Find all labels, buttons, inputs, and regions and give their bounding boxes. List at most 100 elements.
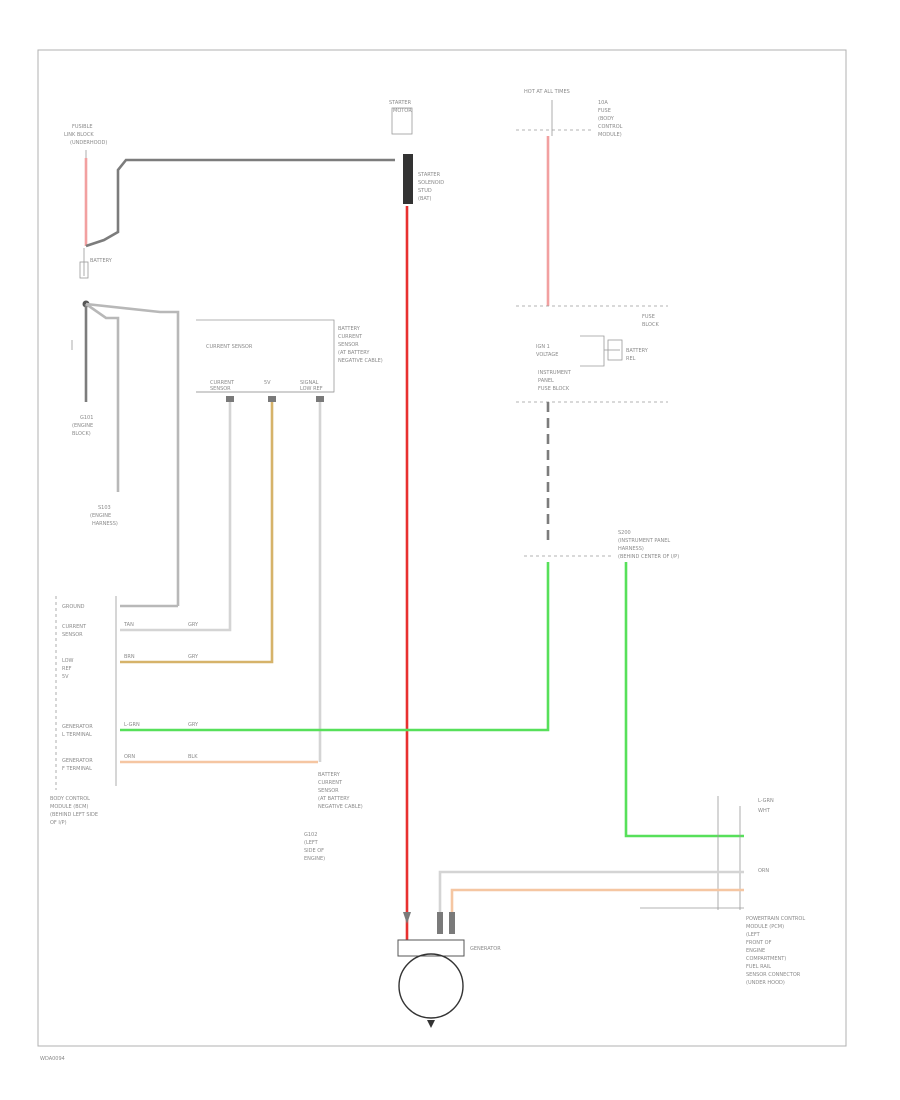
bcm-pin-8: L TERMINAL bbox=[62, 732, 92, 738]
sensor-pin-label-4: SIGNAL bbox=[300, 380, 319, 386]
g102-label-3: SIDE OF bbox=[304, 848, 324, 854]
bcm-wire-tag-blk: BLK bbox=[188, 754, 198, 760]
sensor-desc-label-2: CURRENT bbox=[338, 334, 363, 340]
pcm-title-3: (LEFT bbox=[746, 932, 761, 938]
pcm-pin-2: WHT bbox=[758, 808, 771, 814]
bcm-pin-4: LOW bbox=[62, 658, 74, 664]
fusible-link-block: FUSIBLE LINK BLOCK (UNDERHOOD) bbox=[64, 124, 107, 146]
pcm-title-7: FUEL RAIL bbox=[746, 964, 771, 970]
bcm-pin-7: GENERATOR bbox=[62, 724, 93, 730]
sensor-pin-label-1: CURRENT bbox=[210, 380, 235, 386]
pcm-title-4: FRONT OF bbox=[746, 940, 772, 946]
fuse-header-label: HOT AT ALL TIMES bbox=[524, 89, 570, 95]
sensor-desc-label-4: (AT BATTERY bbox=[338, 350, 370, 356]
bcm-wire-tag-tan: TAN bbox=[123, 622, 134, 628]
relay-inner-label-2: REL bbox=[626, 356, 636, 362]
bcm-title-3: (BEHIND LEFT SIDE bbox=[50, 812, 98, 818]
fuse-info-2: FUSE bbox=[598, 108, 611, 114]
fuse-info-3: (BODY bbox=[598, 116, 615, 122]
bcm-wire-tag-brn: BRN bbox=[124, 654, 135, 660]
fuse-block-label-2: LINK BLOCK bbox=[64, 132, 94, 138]
starter-motor-box bbox=[391, 107, 413, 135]
bcm-title-1: BODY CONTROL bbox=[50, 796, 90, 802]
bcm-wire-tag-gry2: GRY bbox=[188, 654, 199, 660]
fuse-block-label-3: (UNDERHOOD) bbox=[70, 140, 107, 146]
g102-desc-4: (AT BATTERY bbox=[318, 796, 350, 802]
harness-splice-4: (BEHIND CENTER OF I/P) bbox=[618, 554, 679, 560]
fuse-block2-label-2: BLOCK bbox=[642, 322, 659, 328]
solenoid-label-1: STARTER bbox=[418, 172, 441, 178]
pcm-title-2: MODULE (PCM) bbox=[746, 924, 784, 930]
bcm-pin-9: GENERATOR bbox=[62, 758, 93, 764]
sensor-pin-label-5: LOW REF bbox=[300, 386, 323, 392]
generator-label: GENERATOR bbox=[470, 946, 501, 952]
fuse-info-1: 10A bbox=[598, 100, 608, 106]
bcm-pin-1: GROUND bbox=[62, 604, 85, 610]
pcm-generator-orange-wire bbox=[450, 888, 744, 912]
solenoid-label-2: SOLENOID bbox=[418, 180, 444, 186]
powertrain-control-module: L-GRN WHT ORN POWERTRAIN CONTROL MODULE … bbox=[717, 796, 805, 986]
relay-pin-label-2: VOLTAGE bbox=[536, 352, 558, 358]
relay-block-label-1: INSTRUMENT bbox=[538, 370, 572, 376]
fuse-info-list: 10A FUSE (BODY CONTROL MODULE) bbox=[598, 100, 623, 138]
ground-junction-label-1: G101 bbox=[80, 415, 93, 421]
current-sensor-box: CURRENT SENSOR CURRENT SENSOR 5V SIGNAL … bbox=[196, 319, 383, 393]
sensor-signal-wire bbox=[120, 396, 232, 632]
pcm-generator-l-wire bbox=[624, 562, 744, 838]
relay-block-label-3: FUSE BLOCK bbox=[538, 386, 570, 392]
harness-splice-2: (INSTRUMENT PANEL bbox=[618, 538, 670, 544]
diagram-frame bbox=[37, 49, 847, 1047]
left-splice-label-2: (ENGINE bbox=[90, 513, 111, 519]
pcm-title-9: (UNDER HOOD) bbox=[746, 980, 785, 986]
starter-label-1: STARTER bbox=[389, 100, 412, 106]
bcm-wire-tag-lgrn: L-GRN bbox=[124, 722, 140, 728]
current-sensor-label: CURRENT SENSOR bbox=[206, 344, 253, 350]
ground-junction-label-3: BLOCK) bbox=[72, 431, 91, 437]
bcm-pin-6: 5V bbox=[62, 674, 69, 680]
pcm-title-6: COMPARTMENT) bbox=[746, 956, 786, 962]
battery-relay-block: IGN 1 VOLTAGE BATTERY REL INSTRUMENT PAN… bbox=[536, 335, 649, 392]
pcm-title-5: ENGINE bbox=[746, 948, 765, 954]
starter-solenoid-stud bbox=[403, 154, 413, 204]
bcm-generator-l-wire bbox=[120, 562, 550, 732]
left-splice-label-3: HARNESS) bbox=[92, 521, 118, 527]
left-splice-label-1: S103 bbox=[98, 505, 111, 511]
sensor-desc-label-5: NEGATIVE CABLE) bbox=[338, 358, 383, 364]
g102-desc-1: BATTERY bbox=[318, 772, 341, 778]
fuse-block2-label-1: FUSE bbox=[642, 314, 655, 320]
pcm-pin-1: L-GRN bbox=[758, 798, 774, 804]
relay-block-label-2: PANEL bbox=[538, 378, 554, 384]
relay-inner-label-1: BATTERY bbox=[626, 348, 649, 354]
bcm-pin-10: F TERMINAL bbox=[62, 766, 92, 772]
g102-desc-2: CURRENT bbox=[318, 780, 343, 786]
fuse-block-label-1: FUSIBLE bbox=[72, 124, 93, 130]
battery-to-starter-cable bbox=[85, 158, 395, 248]
sensor-desc-label-1: BATTERY bbox=[338, 326, 361, 332]
g102-label-2: (LEFT bbox=[304, 840, 319, 846]
body-control-module: GROUND CURRENT SENSOR LOW REF 5V GENERAT… bbox=[50, 596, 117, 826]
fuse-info-5: MODULE) bbox=[598, 132, 622, 138]
bcm-wire-tag-gry3: GRY bbox=[188, 722, 199, 728]
harness-splice-1: S200 bbox=[618, 530, 631, 536]
battery-label: BATTERY bbox=[90, 258, 113, 264]
ground-junction-label-2: (ENGINE bbox=[72, 423, 93, 429]
sensor-pin-label-3: 5V bbox=[264, 380, 271, 386]
ground-g102: BATTERY CURRENT SENSOR (AT BATTERY NEGAT… bbox=[304, 772, 363, 862]
g102-desc-3: SENSOR bbox=[318, 788, 339, 794]
sensor-5v-wire bbox=[120, 396, 274, 664]
pcm-title-1: POWERTRAIN CONTROL bbox=[746, 916, 805, 922]
bcm-wire-tag-orn: ORN bbox=[124, 754, 135, 760]
bcm-title-4: OF I/P) bbox=[50, 820, 67, 826]
g102-desc-5: NEGATIVE CABLE) bbox=[318, 804, 363, 810]
pcm-generator-white-wire bbox=[438, 870, 744, 912]
pcm-pin-3: ORN bbox=[758, 868, 769, 874]
fuse-info-4: CONTROL bbox=[598, 124, 623, 130]
bcm-wire-tag-gry: GRY bbox=[188, 622, 199, 628]
diagram-reference-code: WDA0094 bbox=[40, 1056, 65, 1062]
relay-pin-label-1: IGN 1 bbox=[536, 344, 550, 350]
solenoid-label-3: STUD bbox=[418, 188, 432, 194]
generator-circle bbox=[398, 953, 464, 1019]
harness-splice-label: S200 (INSTRUMENT PANEL HARNESS) (BEHIND … bbox=[618, 530, 679, 560]
sensor-pin-label-2: SENSOR bbox=[210, 386, 231, 392]
g102-label-4: ENGINE) bbox=[304, 856, 325, 862]
